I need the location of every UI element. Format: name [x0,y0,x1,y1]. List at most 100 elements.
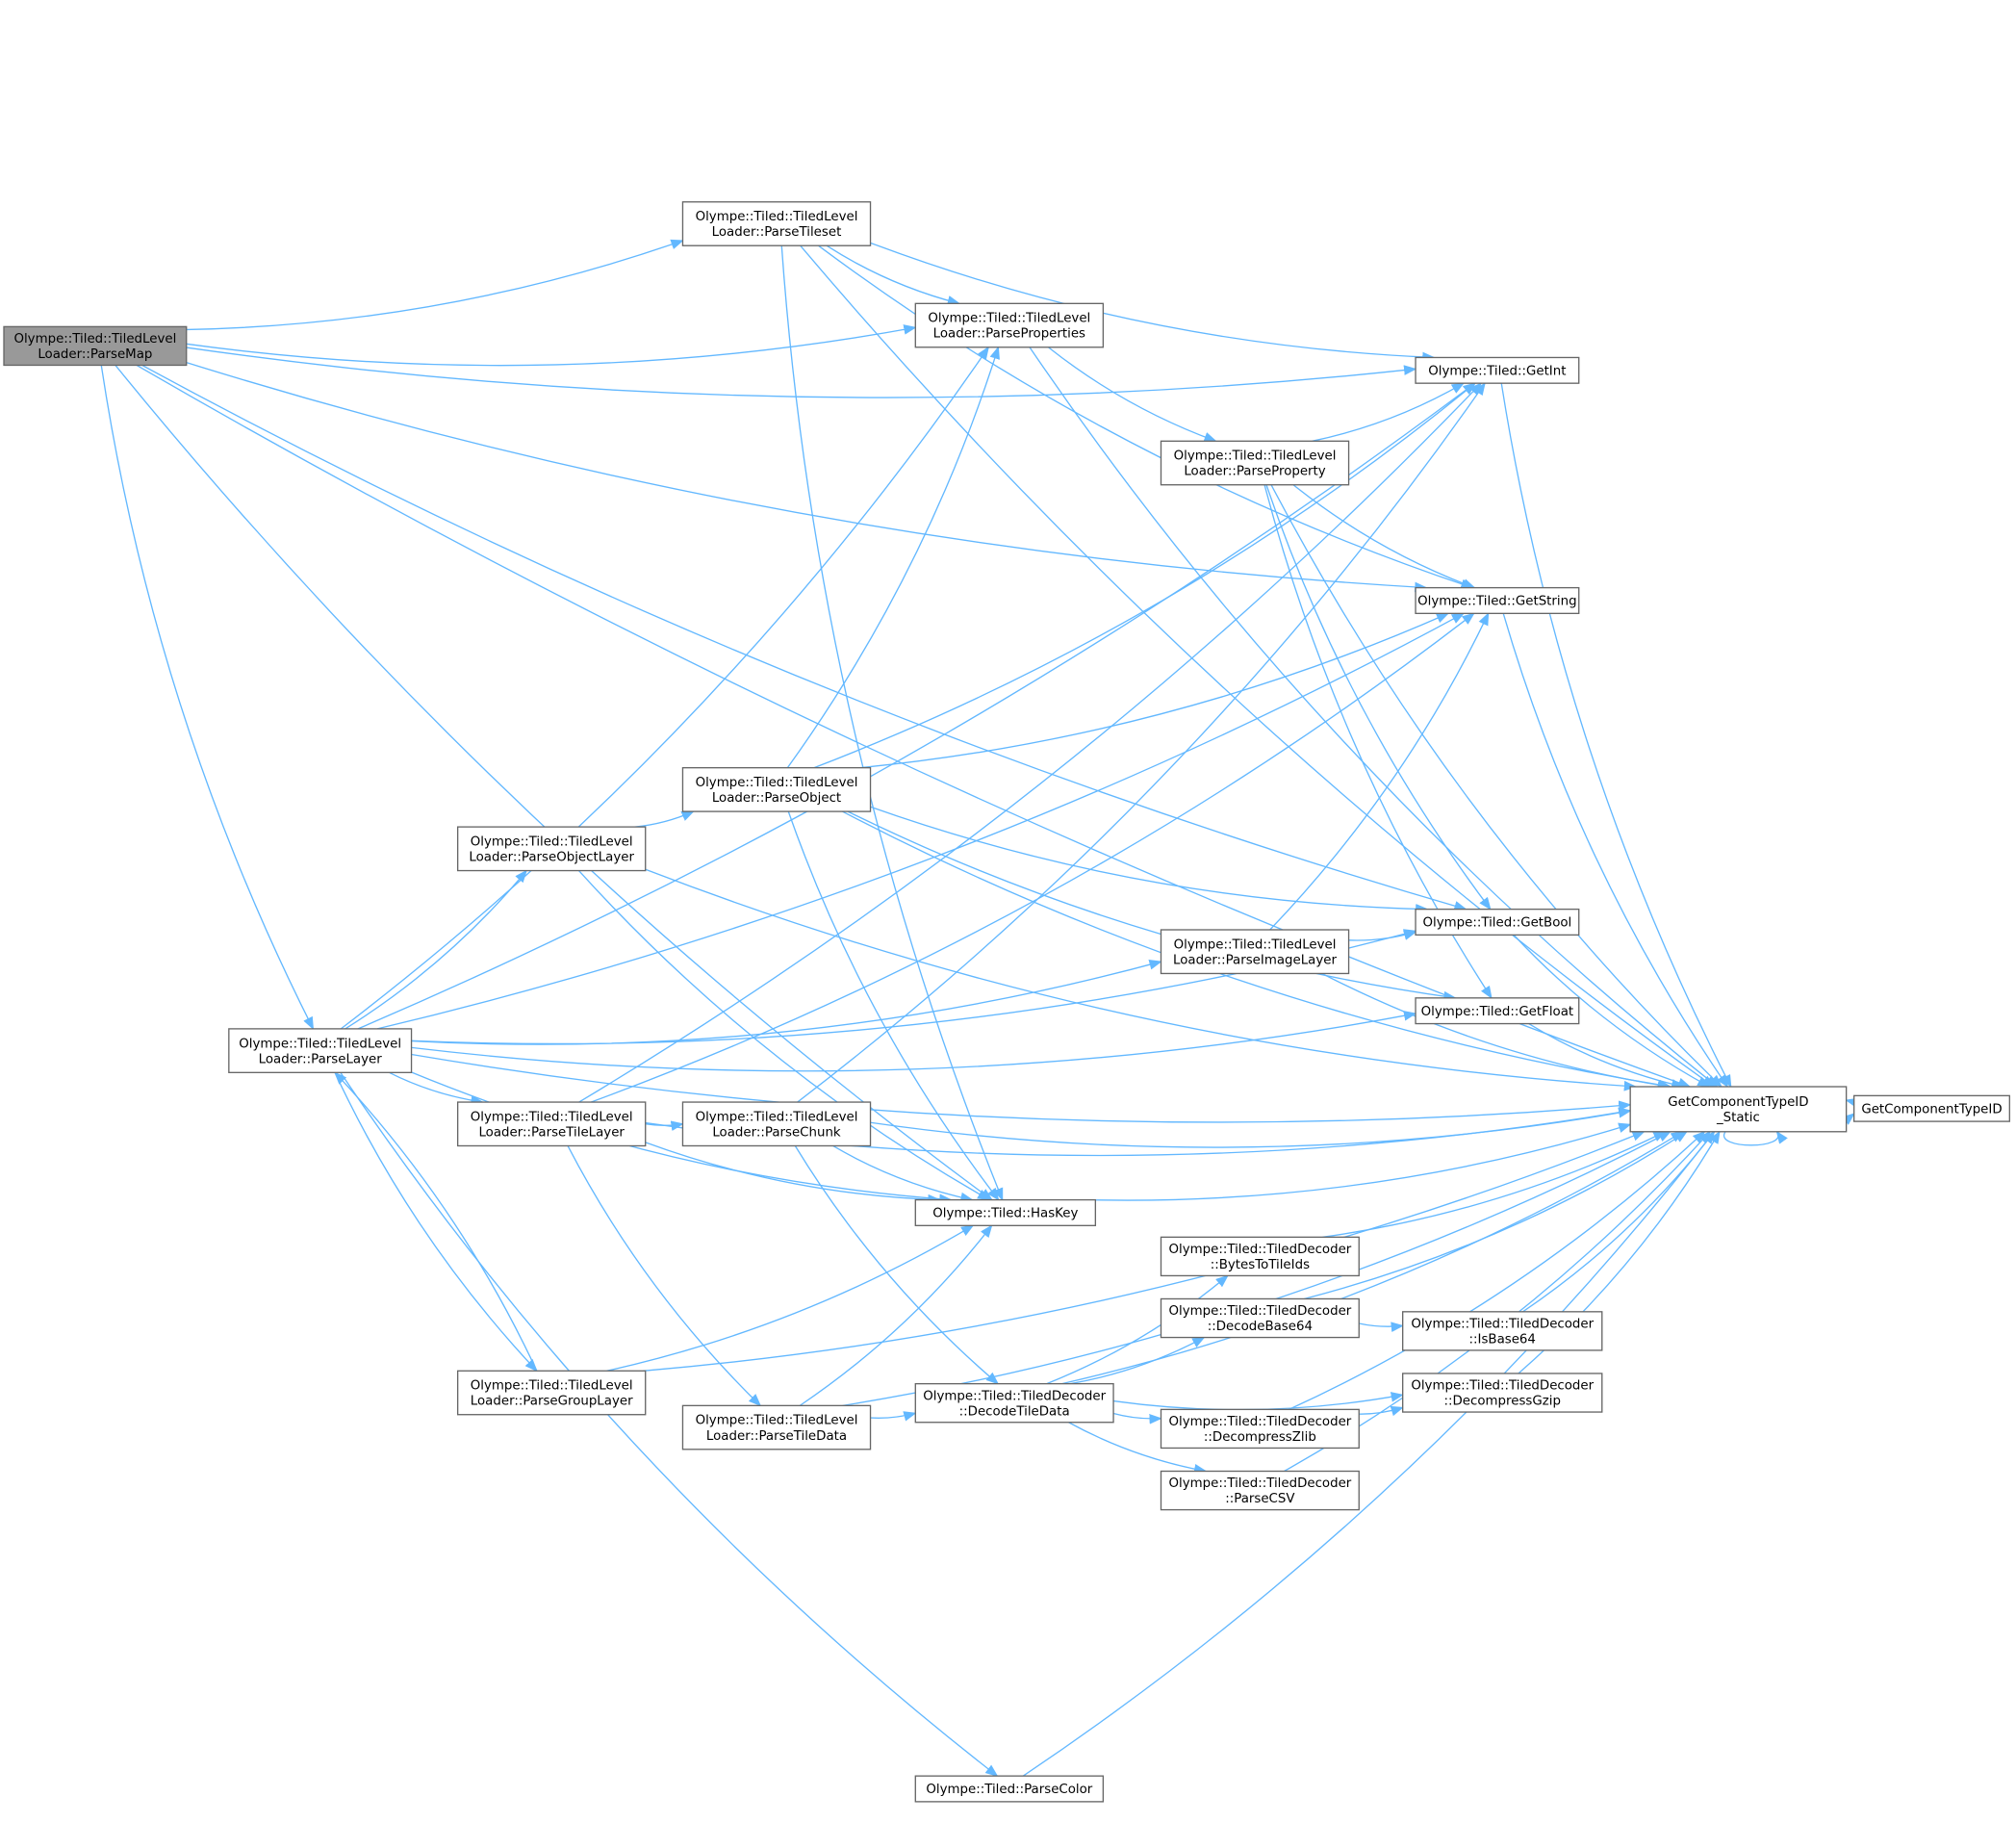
node-label: Olympe::Tiled::TiledLevel [471,834,633,849]
edge-parse-object-layer-to-gcts [645,868,1638,1091]
edge-parse-property-to-get-int [1312,382,1466,442]
edge-parse-property-to-get-bool [1265,484,1492,911]
node-parse-properties[interactable]: Olympe::Tiled::TiledLevelLoader::ParsePr… [914,302,1105,348]
node-box [3,325,188,367]
node-get-bool[interactable]: Olympe::Tiled::GetBool [1415,908,1580,937]
edge-parse-layer-to-has-key [411,1071,953,1205]
node-label: Olympe::Tiled::TiledLevel [471,1110,633,1124]
edge-parse-layer-to-parse-object-layer [345,869,528,1030]
node-label: Olympe::Tiled::GetFloat [1421,1005,1574,1019]
node-parse-object[interactable]: Olympe::Tiled::TiledLevelLoader::ParseOb… [681,766,872,812]
edge-parse-layer-to-parse-tile-layer [389,1071,484,1106]
node-label: Olympe::Tiled::TiledDecoder [923,1389,1106,1403]
node-box [914,1382,1114,1424]
node-label: Olympe::Tiled::TiledDecoder [1168,1243,1351,1257]
node-label: Olympe::Tiled::TiledDecoder [1411,1318,1594,1332]
node-decode-base64[interactable]: Olympe::Tiled::TiledDecoder::DecodeBase6… [1160,1297,1360,1339]
edge-parse-layer-to-get-int [357,382,1476,1030]
edge-parse-object-layer-to-has-key [578,870,991,1201]
node-label: Loader::ParseImageLayer [1173,953,1337,967]
edge-get-bool-to-gcts [1513,934,1711,1088]
node-label: Loader::ParseTileset [712,225,842,240]
edge-parse-chunk-to-get-int [797,382,1486,1103]
node-bytes-to-tile-ids[interactable]: Olympe::Tiled::TiledDecoder::BytesToTile… [1160,1236,1360,1277]
node-parse-group-layer[interactable]: Olympe::Tiled::TiledLevelLoader::ParseGr… [456,1370,647,1416]
edge-get-int-to-gcts [1500,383,1732,1089]
node-label: Loader::ParseGroupLayer [471,1395,633,1409]
edge-parse-object-to-get-float [847,810,1457,1002]
edge-parse-group-layer-to-parse-layer [334,1071,538,1372]
node-parse-property[interactable]: Olympe::Tiled::TiledLevelLoader::ParsePr… [1160,440,1350,486]
node-gcts[interactable]: GetComponentTypeID_Static [1629,1086,1848,1133]
node-box [1402,1311,1603,1351]
node-label: Olympe::Tiled::TiledLevel [928,312,1090,326]
node-is-base64[interactable]: Olympe::Tiled::TiledDecoder::IsBase64 [1402,1311,1603,1351]
edge-decode-base64-to-gcts [1304,1131,1689,1300]
node-label: Olympe::Tiled::ParseColor [926,1783,1092,1797]
node-label: Olympe::Tiled::TiledDecoder [1168,1476,1351,1491]
edge-parse-layer-to-parse-image-layer [411,960,1162,1045]
node-label: Olympe::Tiled::TiledLevel [696,1414,858,1428]
node-parse-chunk[interactable]: Olympe::Tiled::TiledLevelLoader::ParseCh… [681,1101,872,1147]
node-gct[interactable]: GetComponentTypeID [1852,1094,2010,1122]
edge-parse-tile-data-to-has-key [799,1224,993,1406]
node-parse-tile-layer[interactable]: Olympe::Tiled::TiledLevelLoader::ParseTi… [456,1101,647,1147]
edge-has-key-to-gcts [1095,1122,1632,1201]
node-label: ::BytesToTileIds [1211,1258,1310,1272]
edge-gct-to-gcts [1845,1097,1859,1109]
edge-parse-group-layer-to-has-key [606,1224,975,1372]
edge-parse-tileset-to-get-string [818,244,1474,589]
node-label: Loader::ParseChunk [712,1125,841,1140]
edge-parse-object-to-gcts [842,810,1672,1091]
node-label: _Static [1716,1111,1760,1125]
node-parse-map[interactable]: Olympe::Tiled::TiledLevelLoader::ParseMa… [3,325,188,367]
node-box [1415,586,1580,615]
node-parse-tile-data[interactable]: Olympe::Tiled::TiledLevelLoader::ParseTi… [681,1404,872,1450]
node-label: Olympe::Tiled::TiledDecoder [1168,1415,1351,1429]
node-box [1160,1297,1360,1339]
edge-decode-tile-data-to-decompress-gzip [1112,1392,1404,1411]
node-parse-tileset[interactable]: Olympe::Tiled::TiledLevelLoader::ParseTi… [681,201,872,246]
node-decompress-zlib[interactable]: Olympe::Tiled::TiledDecoder::DecompressZ… [1160,1408,1360,1450]
node-decode-tile-data[interactable]: Olympe::Tiled::TiledDecoder::DecodeTileD… [914,1382,1114,1424]
node-parse-csv[interactable]: Olympe::Tiled::TiledDecoder::ParseCSV [1160,1470,1360,1511]
node-has-key[interactable]: Olympe::Tiled::HasKey [914,1198,1097,1226]
node-label: Olympe::Tiled::TiledDecoder [1411,1379,1594,1394]
node-parse-layer[interactable]: Olympe::Tiled::TiledLevelLoader::ParseLa… [228,1028,413,1073]
node-box [1629,1086,1848,1133]
node-box [914,1198,1097,1226]
edge-parse-property-to-gcts [1270,484,1723,1088]
node-label: ::DecompressGzip [1444,1395,1561,1409]
node-decompress-gzip[interactable]: Olympe::Tiled::TiledDecoder::DecompressG… [1402,1373,1603,1413]
node-label: Loader::ParseLayer [259,1052,383,1066]
edge-parse-object-layer-to-parse-object [634,810,695,828]
node-box [681,201,872,246]
edge-parse-tile-data-to-decode-tile-data [870,1411,917,1422]
node-label: Olympe::Tiled::GetInt [1428,364,1566,378]
node-label: Olympe::Tiled::GetBool [1423,916,1572,931]
edge-parse-map-to-get-int [186,346,1417,398]
edge-parse-object-to-get-string [859,612,1450,769]
edge-parse-properties-to-gcts [1029,346,1719,1088]
node-box [1160,1408,1360,1450]
node-parse-image-layer[interactable]: Olympe::Tiled::TiledLevelLoader::ParseIm… [1160,929,1350,975]
edge-parse-layer-to-get-float [411,1011,1417,1072]
node-label: ::DecompressZlib [1204,1430,1316,1445]
node-label: GetComponentTypeID [1861,1102,2002,1116]
node-get-int[interactable]: Olympe::Tiled::GetInt [1415,356,1580,384]
node-label: Olympe::Tiled::TiledLevel [696,1110,858,1124]
node-get-float[interactable]: Olympe::Tiled::GetFloat [1415,997,1580,1025]
edge-parse-object-to-get-int [813,382,1476,769]
edge-parse-tile-layer-to-has-key [645,1142,941,1205]
node-get-string[interactable]: Olympe::Tiled::GetString [1415,586,1580,615]
node-parse-color[interactable]: Olympe::Tiled::ParseColor [914,1775,1105,1803]
node-parse-object-layer[interactable]: Olympe::Tiled::TiledLevelLoader::ParseOb… [456,826,647,872]
node-label: Olympe::Tiled::TiledLevel [471,1379,633,1394]
edge-decompress-zlib-to-gcts [1289,1130,1706,1410]
nodes-layer: Olympe::Tiled::TiledLevelLoader::ParseMa… [3,201,2010,1803]
node-label: Olympe::Tiled::TiledLevel [696,210,858,224]
node-label: ::DecodeTileData [959,1404,1070,1419]
node-box [228,1028,413,1073]
node-label: Olympe::Tiled::GetString [1417,595,1576,609]
